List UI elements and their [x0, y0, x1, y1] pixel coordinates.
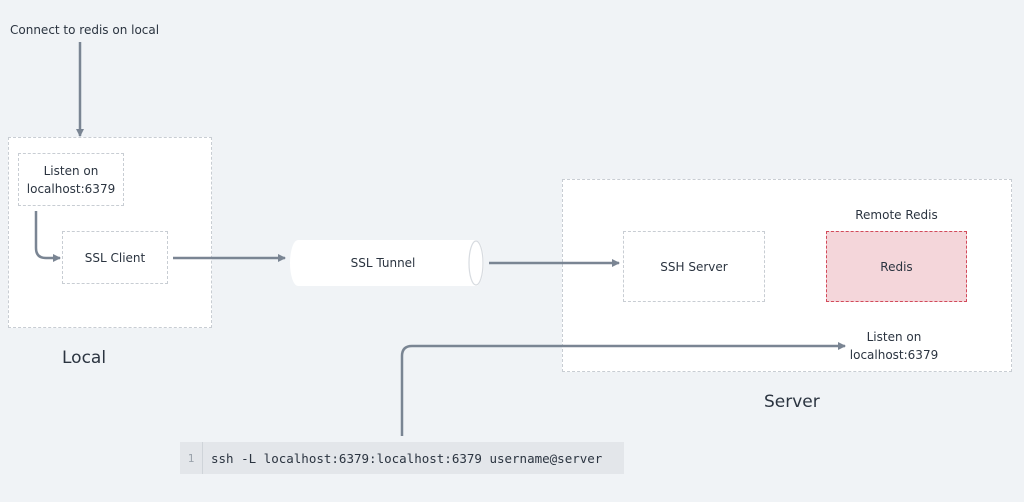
local-listen-node[interactable]: Listen on localhost:6379 — [18, 153, 124, 206]
redis-node[interactable]: Redis — [826, 231, 967, 302]
remote-redis-label: Remote Redis — [855, 208, 938, 222]
ssh-command-text: ssh -L localhost:6379:localhost:6379 use… — [211, 450, 603, 466]
ssh-command-code-block[interactable]: 1 ssh -L localhost:6379:localhost:6379 u… — [180, 442, 624, 474]
server-listen-label: Listen on localhost:6379 — [846, 328, 942, 364]
ssl-tunnel-label: SSL Tunnel — [350, 256, 416, 270]
code-line-number: 1 — [180, 442, 203, 474]
local-caption: Local — [62, 348, 107, 368]
local-listen-line2: localhost:6379 — [26, 181, 116, 196]
ssl-client-label: SSL Client — [84, 250, 146, 265]
ssl-client-node[interactable]: SSL Client — [62, 231, 168, 284]
server-caption: Server — [764, 392, 820, 412]
connect-label: Connect to redis on local — [10, 23, 160, 37]
redis-label: Redis — [880, 259, 913, 274]
ssh-server-label: SSH Server — [660, 259, 728, 274]
ssh-server-node[interactable]: SSH Server — [623, 231, 765, 302]
local-listen-line1: Listen on — [43, 163, 99, 178]
server-listen-line1: Listen on — [866, 330, 922, 344]
server-listen-line2: localhost:6379 — [849, 348, 939, 362]
